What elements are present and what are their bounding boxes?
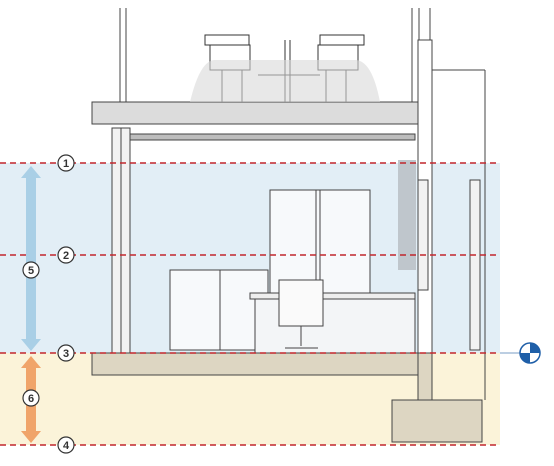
level-marker-2: 2 bbox=[57, 246, 75, 264]
zone-marker-label: 5 bbox=[28, 265, 34, 277]
building-section bbox=[91, 8, 486, 400]
elevation-target-icon bbox=[519, 342, 541, 364]
level-marker-4: 4 bbox=[57, 436, 75, 454]
level-marker-label: 2 bbox=[63, 250, 69, 262]
zone-marker-5: 5 bbox=[22, 261, 40, 279]
level-marker-label: 3 bbox=[63, 348, 69, 360]
level-marker-label: 1 bbox=[63, 158, 69, 170]
foundation-footing bbox=[391, 399, 483, 443]
zone-marker-label: 6 bbox=[28, 393, 34, 405]
rooftop-table-and-chairs bbox=[190, 34, 380, 102]
level-marker-label: 4 bbox=[63, 440, 70, 452]
zone-marker-6: 6 bbox=[22, 389, 40, 407]
level-marker-3: 3 bbox=[57, 344, 75, 362]
level-marker-1: 1 bbox=[57, 154, 75, 172]
zone-5-arrow bbox=[21, 166, 41, 351]
